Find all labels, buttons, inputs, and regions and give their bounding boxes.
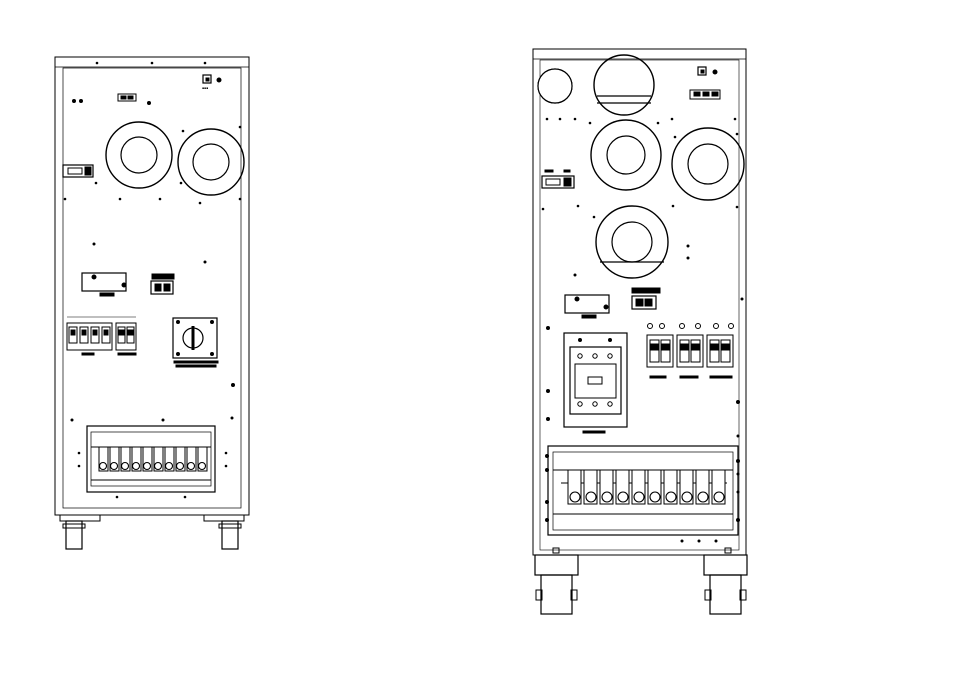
right-unit [533,49,747,614]
right-fan-small [538,69,572,103]
right-caster-right [704,555,747,614]
right-dry-contact [632,288,660,309]
svg-text:▪▪▪: ▪▪▪ [202,86,208,90]
left-caster-left [60,515,100,549]
left-unit: ▪▪▪ [55,57,249,549]
right-caster-left [535,555,578,614]
left-caster-right [204,515,244,549]
left-cabinet-body [55,57,249,515]
